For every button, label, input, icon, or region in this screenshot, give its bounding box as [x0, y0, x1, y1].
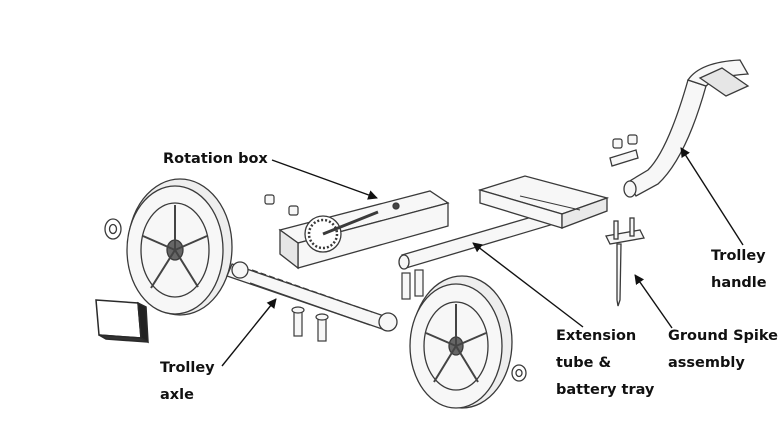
label-rotation-box: Rotation box — [163, 146, 268, 173]
label-trolley-axle-line1: Trolley — [160, 360, 215, 376]
rotation-box — [278, 190, 450, 270]
bolts — [291, 269, 424, 342]
battery-pack — [95, 299, 149, 344]
label-ground-spike: Ground Spike assembly — [668, 323, 778, 377]
label-trolley-handle: Trolley handle — [711, 243, 767, 297]
callout-arrows — [221, 147, 744, 367]
left-wheel — [126, 178, 233, 316]
label-trolley-axle-line2: axle — [160, 387, 194, 403]
label-ground-spike-line2: assembly — [668, 355, 745, 371]
label-extension-tube-line1: Extension — [556, 328, 637, 344]
label-rotation-box-text: Rotation box — [163, 151, 268, 167]
label-ground-spike-line1: Ground Spike — [668, 328, 778, 344]
right-wheel — [409, 275, 513, 409]
nuts — [264, 134, 638, 216]
arrow-rotation-box — [271, 159, 378, 200]
arrow-ground-spike — [634, 274, 673, 329]
label-extension-tube: Extension tube & battery tray — [556, 323, 654, 404]
battery-tray — [477, 175, 610, 229]
washer-right — [511, 364, 527, 382]
washer-left — [104, 218, 122, 240]
label-trolley-handle-line2: handle — [711, 275, 767, 291]
ground-spike — [605, 217, 645, 307]
arrow-trolley-handle — [680, 147, 744, 246]
trolley-handle — [623, 59, 750, 198]
arrow-extension-tube — [472, 242, 584, 328]
label-extension-tube-line3: battery tray — [556, 382, 655, 398]
label-extension-tube-line2: tube & — [556, 355, 612, 371]
label-trolley-axle: Trolley axle — [160, 355, 215, 409]
trolley-axle — [226, 261, 398, 332]
clamp-bracket — [609, 149, 639, 167]
arrow-trolley-axle — [221, 298, 277, 367]
label-trolley-handle-line1: Trolley — [711, 248, 766, 264]
